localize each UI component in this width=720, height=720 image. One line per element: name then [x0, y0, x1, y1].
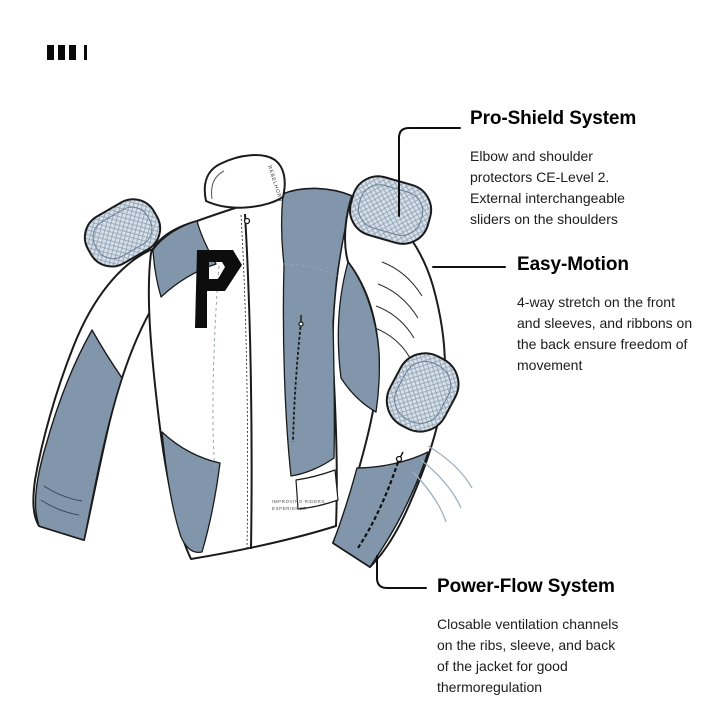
chest-logo: [195, 250, 242, 328]
callout-connector-power-flow: [376, 555, 427, 589]
callout-title: Easy-Motion: [517, 254, 629, 275]
callout-body: 4-way stretch on the front and sleeves, …: [517, 293, 693, 373]
main-zipper: [240, 213, 253, 550]
stretch-ribbon-lines: [374, 261, 423, 359]
hem-text-line1: IMPROVING RIDERS: [272, 499, 325, 504]
callout-connector-pro-shield: [398, 127, 461, 217]
callout-title: Power-Flow System: [437, 576, 615, 597]
seam-details: [212, 263, 338, 469]
brand-mark: [47, 45, 87, 60]
left-sleeve-panel: [34, 329, 123, 541]
brand-bar-icon: [47, 45, 54, 60]
callout-easy-motion: Easy-Motion 4-way stretch on the front a…: [517, 253, 717, 376]
callout-title: Pro-Shield System: [470, 108, 637, 129]
callout-pro-shield: Pro-Shield System Elbow and shoulder pro…: [470, 107, 675, 230]
callout-body: Elbow and shoulder protectors CE-Level 2…: [470, 147, 625, 227]
left-cuff-seams: [40, 485, 83, 516]
shoulder-pad-right: [348, 175, 433, 245]
right-forearm-panel: [332, 451, 429, 568]
callout-body: Closable ventilation channels on the rib…: [437, 615, 619, 695]
right-inner-arm-panel: [337, 261, 381, 413]
collar-inner-seam: [211, 170, 225, 200]
collar: [203, 154, 286, 209]
elbow-pad: [385, 352, 460, 433]
shoulder-pad-left: [83, 198, 162, 268]
vent-airflow-lines: [412, 445, 473, 523]
sleeve-vent-zipper: [357, 451, 404, 549]
chest-pocket-zipper: [292, 315, 304, 443]
left-hip-panel: [161, 431, 221, 554]
callout-power-flow: Power-Flow System Closable ventilation c…: [437, 575, 672, 698]
brand-bar-icon: [58, 45, 65, 60]
brand-bar-icon: [69, 45, 76, 60]
hem-pocket: [295, 469, 339, 510]
brand-bar-icon: [84, 45, 87, 60]
hem-text-line2: EXPERIENCE: [272, 506, 307, 511]
